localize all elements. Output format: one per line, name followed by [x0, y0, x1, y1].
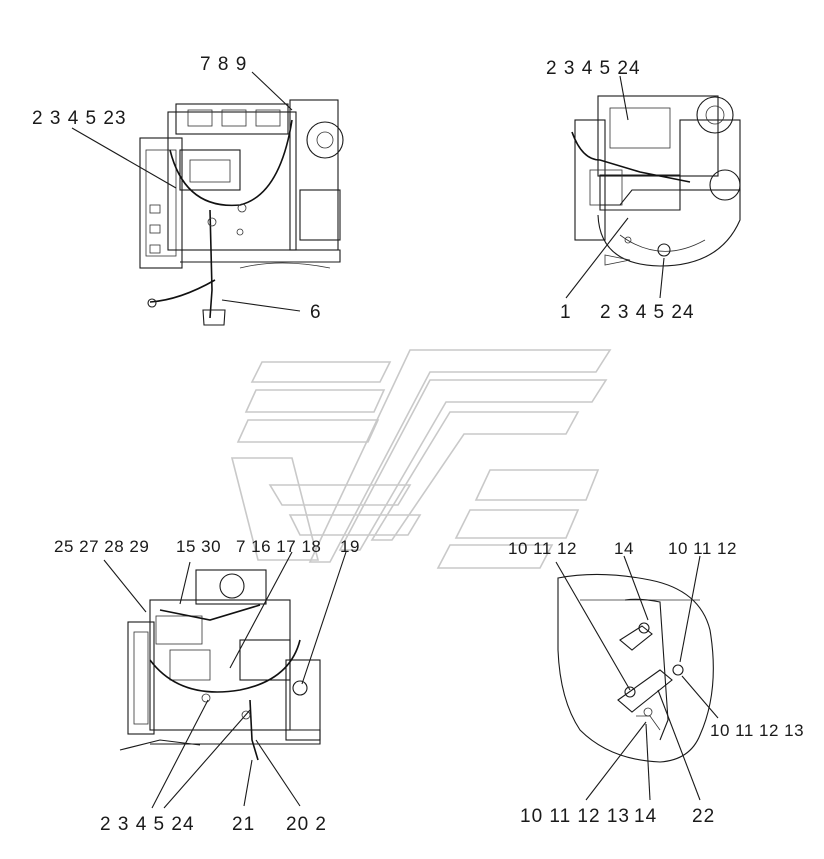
label-10-11-12-13-bottom: 10 11 12 13: [520, 806, 630, 827]
label-1: 1: [560, 302, 572, 323]
label-2-3-4-5-23: 2 3 4 5 23: [32, 108, 127, 129]
label-22: 22: [692, 806, 715, 827]
engine-view-top-right: 2 3 4 5 24 1 2 3 4 5 24: [546, 58, 741, 323]
label-14-bottom: 14: [634, 806, 657, 827]
label-10-11-12-top-left: 10 11 12: [508, 539, 577, 558]
engine-view-bottom-left: 25 27 28 29 15 30 7 16 17 18 19 2 3 4 5 …: [54, 537, 360, 835]
label-7-16-17-18: 7 16 17 18: [236, 537, 321, 556]
label-19: 19: [340, 537, 360, 556]
label-10-11-12-13-right: 10 11 12 13: [710, 721, 804, 740]
flywheel-housing-view: 10 11 12 14 10 11 12 10 11 12 13 10 11 1…: [508, 539, 804, 827]
label-2-3-4-5-24-top: 2 3 4 5 24: [546, 58, 641, 79]
label-6: 6: [310, 302, 322, 323]
label-21: 21: [232, 814, 255, 835]
label-2-3-4-5-24: 2 3 4 5 24: [100, 814, 195, 835]
label-10-11-12-top-right: 10 11 12: [668, 539, 737, 558]
label-15-30: 15 30: [176, 537, 221, 556]
label-2-3-4-5-24-bottom: 2 3 4 5 24: [600, 302, 695, 323]
engine-view-top-left: 7 8 9 2 3 4 5 23 6: [32, 54, 344, 326]
label-14-top: 14: [614, 539, 634, 558]
label-20-2: 20 2: [286, 814, 327, 835]
label-25-27-28-29: 25 27 28 29: [54, 537, 149, 556]
watermark-logo: [230, 349, 612, 569]
label-7-8-9: 7 8 9: [200, 54, 247, 75]
